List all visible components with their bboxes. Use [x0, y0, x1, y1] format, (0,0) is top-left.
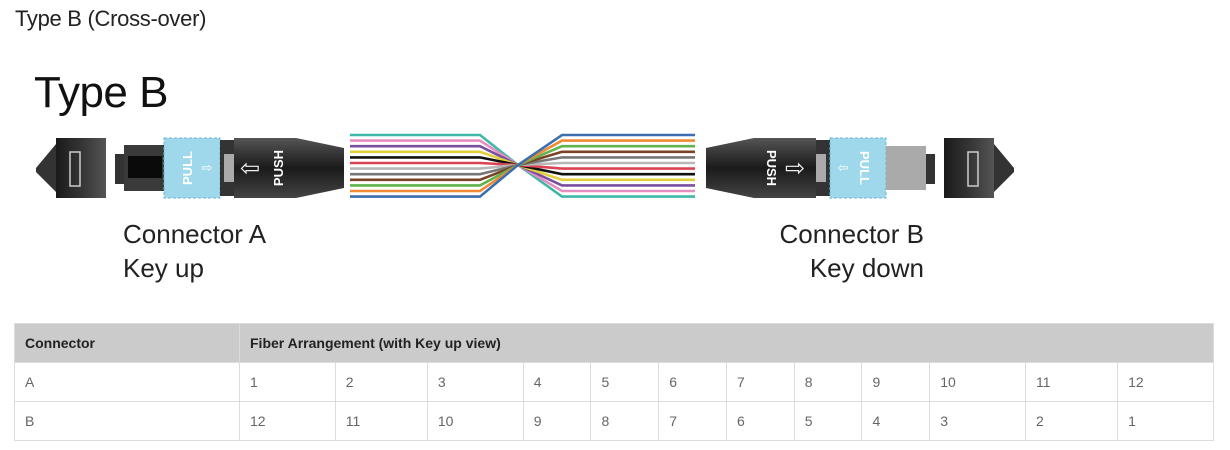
row-label: A — [15, 363, 240, 402]
fiber-cell: 1 — [1118, 402, 1214, 441]
fiber-cell: 6 — [659, 363, 727, 402]
fiber-cell: 11 — [335, 402, 427, 441]
row-label: B — [15, 402, 240, 441]
connector-b-key: Key down — [700, 251, 924, 285]
arrow-right-icon: ⇨ — [785, 155, 805, 182]
fiber-cell: 4 — [862, 402, 930, 441]
table-row: A123456789101112 — [15, 363, 1214, 402]
connector-a-key: Key up — [123, 251, 266, 285]
dust-cap-b — [944, 138, 1014, 198]
diagram-title: Type B — [34, 68, 168, 118]
arrow-left-icon: ⇦ — [838, 160, 849, 175]
pull-label-a: PULL — [180, 151, 195, 185]
fiber-cell: 6 — [726, 402, 794, 441]
fiber-arrangement-table: Connector Fiber Arrangement (with Key up… — [14, 323, 1214, 441]
fiber-cell: 12 — [240, 402, 336, 441]
arrow-right-icon: ⇨ — [202, 160, 213, 175]
fiber-cell: 10 — [427, 402, 523, 441]
table-row: B121110987654321 — [15, 402, 1214, 441]
connector-a: PULL ⇨ ⇦ PUSH — [36, 138, 344, 198]
arrow-left-icon: ⇦ — [240, 155, 260, 182]
fiber-cell: 4 — [523, 363, 591, 402]
section-title: Type B (Cross-over) — [15, 6, 206, 32]
pull-latch-b: PULL ⇦ — [830, 138, 886, 198]
fiber-cell: 9 — [523, 402, 591, 441]
dust-cap-a — [36, 138, 106, 198]
fiber-cell: 8 — [591, 402, 659, 441]
fiber-cell: 3 — [930, 402, 1026, 441]
connector-a-label: Connector A Key up — [123, 217, 266, 285]
fiber-cell: 8 — [794, 363, 862, 402]
pull-label-b: PULL — [857, 151, 872, 185]
fiber-cell: 12 — [1118, 363, 1214, 402]
table-header-row: Connector Fiber Arrangement (with Key up… — [15, 324, 1214, 363]
fiber-cell: 1 — [240, 363, 336, 402]
fiber-cell: 5 — [591, 363, 659, 402]
push-label-a: PUSH — [271, 150, 286, 186]
fiber-cell: 9 — [862, 363, 930, 402]
connector-a-name: Connector A — [123, 217, 266, 251]
fiber-ribbon — [350, 135, 695, 197]
fiber-cell: 10 — [930, 363, 1026, 402]
cable-diagram: PULL ⇨ ⇦ PUSH PUSH ⇨ PULL ⇦ — [0, 120, 1230, 220]
connector-b-name: Connector B — [700, 217, 924, 251]
header-fiber-arrangement: Fiber Arrangement (with Key up view) — [240, 324, 1214, 363]
connector-b: PUSH ⇨ PULL ⇦ — [706, 138, 1014, 198]
fiber-cell: 7 — [659, 402, 727, 441]
push-housing-b: PUSH ⇨ — [706, 138, 816, 198]
fiber-cell: 2 — [335, 363, 427, 402]
pull-latch-a: PULL ⇨ — [164, 138, 220, 198]
fiber-cell: 5 — [794, 402, 862, 441]
fiber-cell: 2 — [1025, 402, 1117, 441]
push-housing-a: ⇦ PUSH — [234, 138, 344, 198]
fiber-cell: 7 — [726, 363, 794, 402]
fiber-cell: 11 — [1025, 363, 1117, 402]
connector-b-label: Connector B Key down — [700, 217, 924, 285]
header-connector: Connector — [15, 324, 240, 363]
push-label-b: PUSH — [764, 150, 779, 186]
fiber-cell: 3 — [427, 363, 523, 402]
